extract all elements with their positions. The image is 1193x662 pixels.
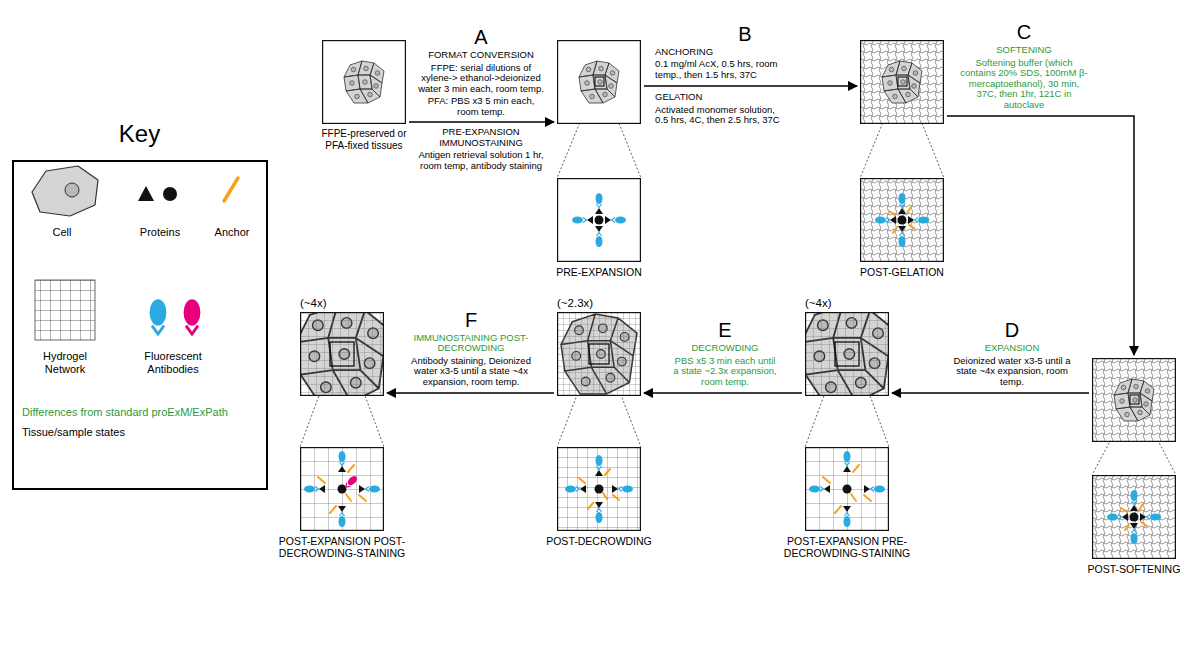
step-text: Softening buffer (which contains 20% SDS… xyxy=(958,58,1090,111)
step-text: Antibody staining, Deionized water x3-5 … xyxy=(405,356,537,388)
step-text: ANCHORING xyxy=(655,47,783,58)
legend-label: Fluorescent Antibodies xyxy=(128,350,218,376)
legend-label: Tissue/sample states xyxy=(22,426,266,439)
sample-state: (~4x)POST-EXPANSION POST-DECROWDING-STAI… xyxy=(300,312,384,531)
step-letter: B xyxy=(705,23,785,45)
step-text: FFPE: serial dilutions of xylene-> ethan… xyxy=(417,63,545,95)
sample-state: (~2.3x)POST-DECROWDING xyxy=(557,312,641,531)
zoom-panel xyxy=(805,447,889,531)
step-text: 0.1 mg/ml AcX, 0.5 hrs, room temp., then… xyxy=(655,59,783,80)
expansion-factor: (~4x) xyxy=(300,296,327,310)
sample-state: POST-SOFTENING xyxy=(1092,358,1176,559)
tissue-panel xyxy=(1092,358,1176,442)
tissue-panel xyxy=(296,306,388,403)
step-letter: E xyxy=(672,319,778,341)
key-title: Key xyxy=(12,120,268,148)
legend-label: Cell xyxy=(22,226,102,239)
sample-state: (~4x)POST-EXPANSION PRE-DECROWDING-STAIN… xyxy=(805,312,889,531)
step-text: DECROWDING xyxy=(672,343,778,354)
process-arrow xyxy=(644,392,802,394)
expansion-factor: (~2.3x) xyxy=(557,296,593,310)
sample-state: POST-GELATION xyxy=(860,40,944,262)
key-box: Key xyxy=(12,160,268,490)
process-arrow xyxy=(387,392,554,394)
step-text: FORMAT CONVERSION xyxy=(417,50,545,61)
step-text: Antigen retrieval solution 1 hr, room te… xyxy=(417,150,545,171)
step-text: PBS x5 3 min each until a state ~2.3x ex… xyxy=(672,356,778,388)
zoom-lines xyxy=(300,86,1176,475)
step-text: SOFTENING xyxy=(958,45,1090,56)
sample-state: PRE-EXPANSION xyxy=(557,40,641,262)
tissue-panel xyxy=(557,40,641,124)
zoom-panel xyxy=(860,178,944,262)
step-letter: A xyxy=(417,26,545,48)
process-arrow xyxy=(947,116,1134,355)
step-text: Activated monomer solution, 0.5 hrs, 4C,… xyxy=(655,105,783,126)
step-letter: C xyxy=(958,21,1090,43)
sample-state: FFPE-preserved or PFA-fixed tissues xyxy=(322,40,406,124)
process-arrow xyxy=(892,392,1089,394)
process-arrow xyxy=(409,121,554,123)
state-label: POST-SOFTENING xyxy=(1080,563,1188,575)
legend-label: Anchor xyxy=(200,226,264,239)
state-label: FFPE-preserved or PFA-fixed tissues xyxy=(312,128,416,152)
legend-label: Hydrogel Network xyxy=(30,350,100,376)
zoom-panel xyxy=(557,178,641,262)
step-text: PFA: PBS x3 5 min each, room temp. xyxy=(417,96,545,117)
step-letter: F xyxy=(405,309,537,331)
state-label: POST-EXPANSION POST-DECROWDING-STAINING xyxy=(262,535,422,559)
legend-label: Differences from standard proExM/ExPath xyxy=(22,406,266,419)
key-icons xyxy=(32,166,238,340)
process-arrow xyxy=(644,85,857,87)
zoom-panel xyxy=(1092,475,1176,559)
step-text: GELATION xyxy=(655,92,783,103)
step-text: Deionized water x3-5 until a state ~4x e… xyxy=(950,356,1074,388)
step-letter: D xyxy=(950,319,1074,341)
expansion-factor: (~4x) xyxy=(805,296,832,310)
zoom-panel xyxy=(557,447,641,531)
zoom-panel xyxy=(300,447,384,531)
state-label: POST-EXPANSION PRE-DECROWDING-STAINING xyxy=(767,535,927,559)
tissue-panel xyxy=(801,306,893,403)
state-label: POST-DECROWDING xyxy=(534,535,664,547)
state-label: POST-GELATION xyxy=(842,266,962,278)
tissue-panel xyxy=(557,312,641,396)
legend-label: Proteins xyxy=(118,226,202,239)
state-label: PRE-EXPANSION xyxy=(539,266,659,278)
step-text: IMMUNOSTAINING POST-DECROWDING xyxy=(405,333,537,354)
tissue-panel xyxy=(860,40,944,124)
step-text: PRE-EXPANSION IMMUNOSTAINING xyxy=(417,127,545,148)
tissue-panel xyxy=(322,40,406,124)
step-text: EXPANSION xyxy=(950,343,1074,354)
